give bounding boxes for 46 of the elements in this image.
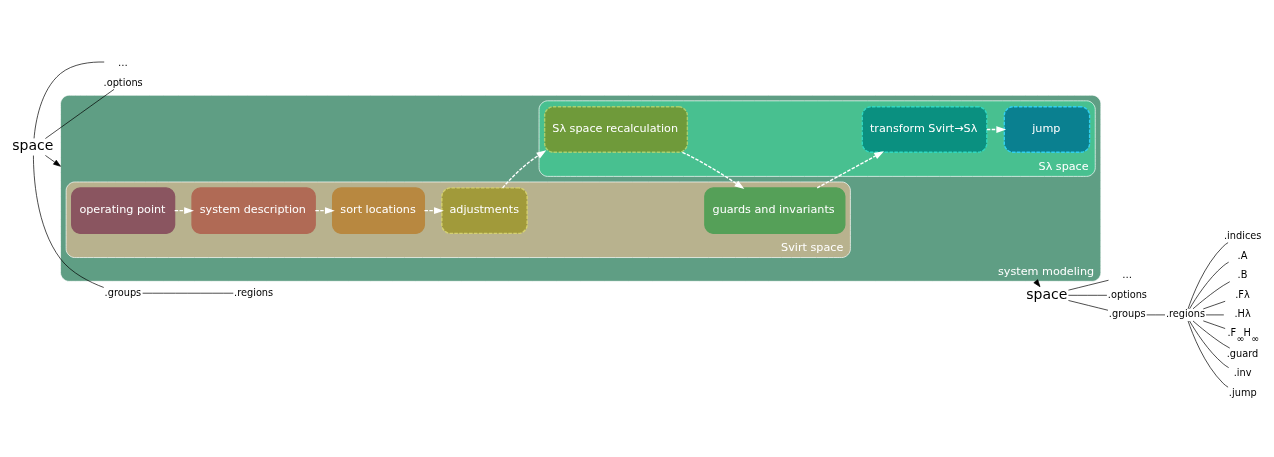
node-box: Sλ space recalculation bbox=[543, 106, 689, 153]
arrow bbox=[45, 155, 61, 167]
node-text: .B bbox=[1237, 269, 1248, 281]
node-box: transform Svirt→Sλ bbox=[861, 106, 988, 153]
node-text: .A bbox=[1237, 249, 1248, 261]
connector bbox=[1068, 279, 1109, 291]
node-text: .Fλ bbox=[1235, 288, 1250, 300]
node-text: .jump bbox=[1228, 386, 1257, 398]
connector bbox=[1187, 242, 1229, 310]
node-text: .inv bbox=[1233, 367, 1252, 379]
node-text: .guard bbox=[1226, 347, 1259, 359]
node-text: .options bbox=[1107, 288, 1147, 300]
connector bbox=[1202, 300, 1226, 310]
arrow bbox=[681, 151, 745, 189]
connector bbox=[1192, 320, 1231, 349]
node-box: system description bbox=[191, 187, 316, 235]
node-box: guards and invariants bbox=[704, 187, 846, 235]
node-text: .regions bbox=[1165, 308, 1206, 320]
node-text: … bbox=[117, 57, 128, 69]
arrow bbox=[314, 207, 335, 215]
node-box: sort locations bbox=[332, 187, 425, 235]
node-text: .indices bbox=[1223, 230, 1262, 242]
node-text: .groups bbox=[104, 286, 142, 298]
arrow bbox=[501, 150, 547, 189]
node-text: .groups bbox=[1108, 308, 1146, 320]
node-text: space bbox=[1026, 285, 1068, 302]
connector bbox=[33, 61, 105, 139]
node-box: operating point bbox=[71, 187, 176, 235]
node-box: adjustments bbox=[441, 187, 528, 235]
connector bbox=[1202, 320, 1226, 329]
arrow bbox=[986, 126, 1007, 133]
arrow bbox=[173, 207, 194, 215]
node-text: .options bbox=[103, 76, 143, 88]
node-text: space bbox=[12, 137, 54, 154]
connector bbox=[1068, 300, 1109, 311]
connector bbox=[1189, 261, 1229, 310]
arrow bbox=[423, 207, 444, 215]
node-text: … bbox=[1122, 269, 1132, 281]
connector bbox=[1189, 320, 1229, 368]
arrow bbox=[816, 151, 885, 189]
connector bbox=[1192, 281, 1231, 310]
node-box: jump bbox=[1003, 106, 1091, 153]
connector bbox=[33, 155, 105, 288]
connector bbox=[1187, 320, 1229, 388]
node-text: .Hλ bbox=[1234, 308, 1251, 320]
node-text: .regions bbox=[234, 286, 274, 298]
